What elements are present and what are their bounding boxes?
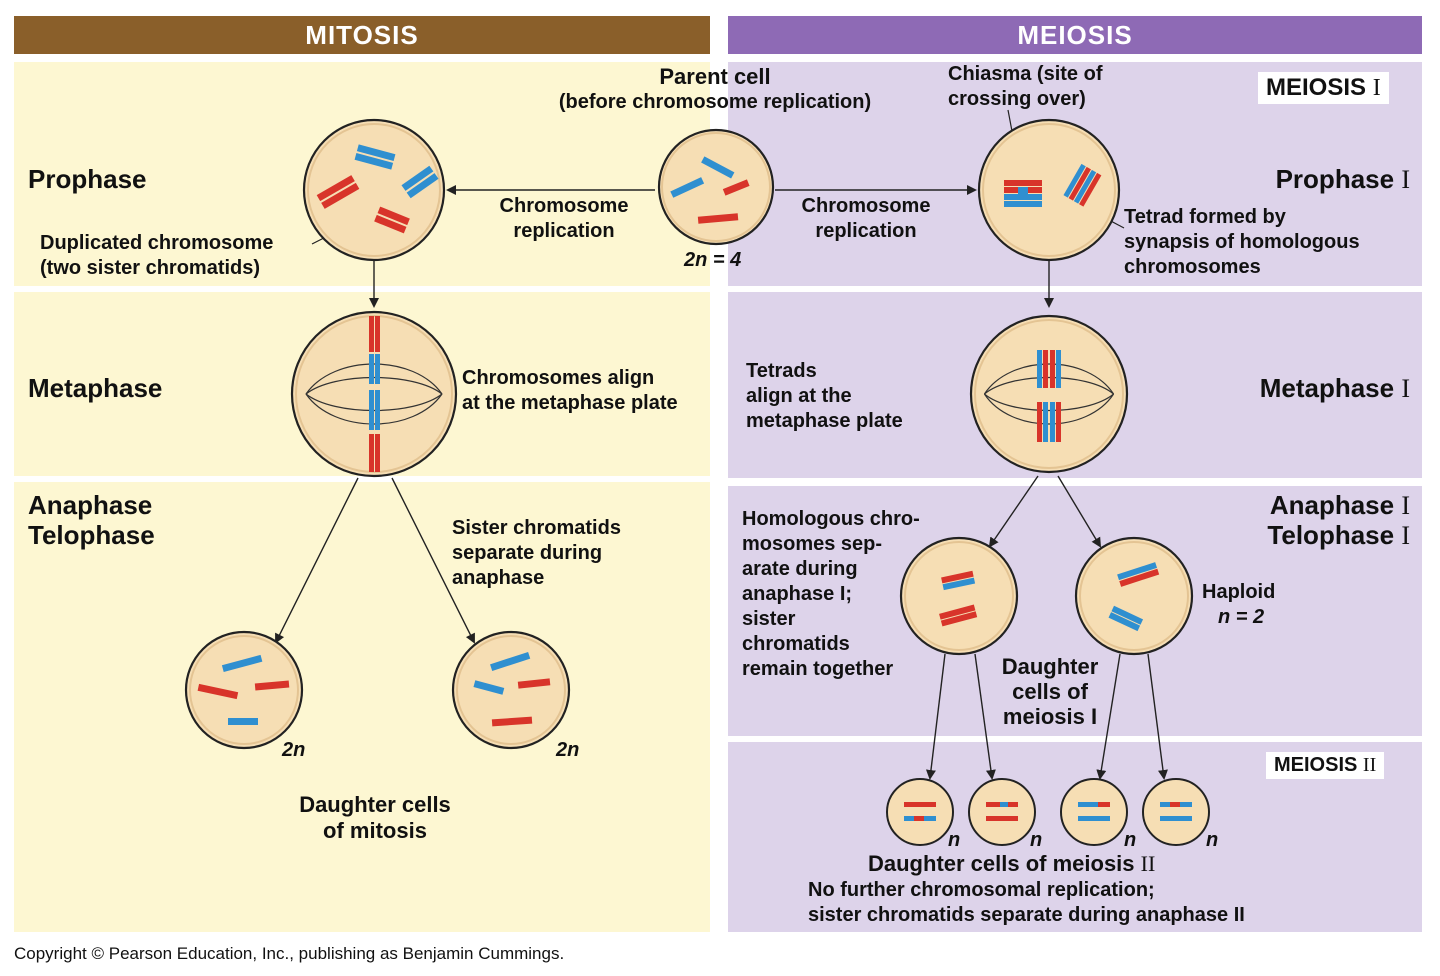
arrow-mitosis-meta-right [391, 477, 475, 644]
meiosis2-n-3: n [1124, 829, 1137, 851]
mitosis-daughter-right [451, 630, 571, 750]
meiosis2-daughter-3 [1060, 778, 1128, 846]
tetrad-3: chromosomes [1124, 256, 1261, 278]
duplicated-chromosome-label: Duplicated chromosome [40, 232, 274, 254]
tetrad-2: synapsis of homologous [1124, 231, 1360, 253]
arrow-m2-c [1096, 653, 1121, 780]
mitosis-panel-anaphase [14, 482, 710, 932]
mitosis-daughter-left [184, 630, 304, 750]
meiosis2-n-1: n [948, 829, 961, 851]
meiosis2-label: MEIOSIS II [1266, 752, 1385, 779]
sister-sep-3: anaphase [452, 567, 545, 589]
meiosis2-daughter-2 [968, 778, 1036, 846]
replication-label-left: Chromosome replication [499, 195, 629, 242]
meiosis1-daughter-right [1074, 536, 1194, 656]
meiosis2-n-2: n [1030, 829, 1043, 851]
sister-sep-1: Sister chromatids [452, 517, 621, 539]
no-further-2: sister chromatids separate during anapha… [808, 904, 1245, 926]
chiasma-2: crossing over) [948, 88, 1086, 110]
mitosis-metaphase-label: Metaphase [28, 373, 163, 403]
meiosis1-daughter-2: cells of [1012, 679, 1088, 704]
mitosis-prophase-label: Prophase [28, 164, 147, 194]
chromosomes-align-2: at the metaphase plate [462, 392, 678, 414]
mitosis-ploidy-left: 2n [282, 739, 306, 761]
mitosis-anaphase-label: Anaphase [28, 490, 153, 520]
mitosis-telophase-label: Telophase [28, 520, 155, 550]
meiosis1-daughter-1: Daughter [1001, 654, 1099, 679]
chromosomes-align-1: Chromosomes align [462, 367, 655, 389]
mitosis-header: MITOSIS [14, 16, 710, 54]
meiosis-metaphase-cell [969, 314, 1129, 474]
homologous-4: anaphase I; [742, 583, 853, 605]
arrow-m2-a [925, 653, 946, 780]
parent-cell-subtitle: (before chromosome replication) [558, 91, 872, 113]
sister-chromatids-label: (two sister chromatids) [40, 257, 261, 279]
homologous-6: chromatids [742, 633, 850, 655]
sister-sep-2: separate during [452, 542, 603, 564]
meiosis1-daughter-3: meiosis I [1002, 704, 1098, 729]
meiosis-metaphase-label: Metaphase I [1259, 373, 1410, 403]
meiosis2-n-4: n [1206, 829, 1219, 851]
meiosis1-label: MEIOSIS I [1258, 72, 1389, 104]
chiasma-1: Chiasma (site of [948, 63, 1103, 85]
meiosis-telophase-label: Telophase I [1267, 520, 1410, 550]
copyright-text: Copyright © Pearson Education, Inc., pub… [14, 944, 565, 963]
meiosis2-daughter-4 [1142, 778, 1210, 846]
meiosis2-daughter-label: Daughter cells of meiosis II [868, 851, 1156, 876]
haploid-label: Haploid [1202, 581, 1276, 603]
tetrad-1: Tetrad formed by [1124, 206, 1286, 228]
tetrads-align-2: align at the [746, 385, 852, 407]
arrow-m2-b [974, 653, 996, 780]
mitosis-daughter-1: Daughter cells [299, 792, 451, 817]
mitosis-prophase-cell [302, 118, 446, 262]
meiosis-anaphase-label: Anaphase I [1269, 490, 1410, 520]
meiosis-header: MEIOSIS [728, 16, 1422, 54]
arrow-meiosis-meta-left [988, 475, 1039, 548]
tetrads-align-3: metaphase plate [746, 410, 903, 432]
homologous-3: arate during [742, 558, 858, 580]
mitosis-ploidy-right: 2n [556, 739, 580, 761]
mitosis-daughter-2: of mitosis [323, 818, 427, 843]
arrow-meiosis-meta-right [1057, 475, 1102, 548]
parent-cell [657, 128, 775, 246]
replication-label-right: Chromosome replication [801, 195, 931, 242]
tetrads-align-1: Tetrads [746, 360, 817, 382]
homologous-7: remain together [742, 658, 894, 680]
mitosis-metaphase-cell [290, 310, 458, 478]
parent-cell-title: Parent cell [659, 64, 771, 89]
haploid-n: n = 2 [1218, 606, 1265, 628]
meiosis-prophase-label: Prophase I [1275, 164, 1410, 194]
homologous-1: Homologous chro- [742, 508, 920, 530]
meiosis-panel-anaphase [728, 486, 1422, 736]
homologous-2: mosomes sep- [742, 533, 883, 555]
no-further-1: No further chromosomal replication; [808, 879, 1155, 901]
parent-ploidy: 2n = 4 [684, 249, 742, 271]
homologous-5: sister [742, 608, 796, 630]
meiosis1-daughter-left [899, 536, 1019, 656]
arrow-m2-d [1147, 653, 1168, 780]
arrow-mitosis-meta-left [275, 477, 359, 644]
meiosis-prophase-cell [977, 118, 1121, 262]
meiosis2-daughter-1 [886, 778, 954, 846]
